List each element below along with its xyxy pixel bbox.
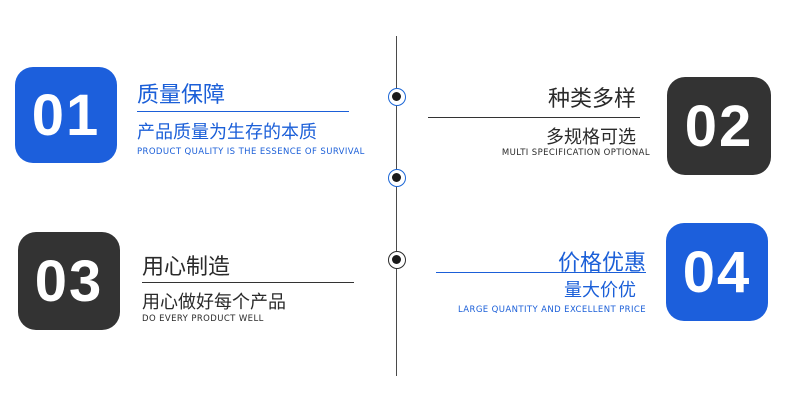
- timeline-dot: [388, 88, 406, 106]
- feature-english: DO EVERY PRODUCT WELL: [142, 314, 264, 324]
- feature-subtitle: 多规格可选: [546, 127, 636, 148]
- feature-subtitle: 用心做好每个产品: [142, 292, 286, 313]
- feature-title: 种类多样: [547, 87, 636, 112]
- feature-english: MULTI SPECIFICATION OPTIONAL: [501, 148, 650, 158]
- feature-english: PRODUCT QUALITY IS THE ESSENCE OF SURVIV…: [137, 147, 365, 157]
- feature-title: 价格优惠: [557, 251, 646, 276]
- feature-english: LARGE QUANTITY AND EXCELLENT PRICE: [457, 305, 646, 315]
- divider: [436, 272, 646, 273]
- divider: [142, 282, 354, 283]
- timeline-line: [396, 36, 397, 376]
- timeline-dot: [388, 169, 406, 187]
- feature-number-badge: 03: [18, 232, 120, 330]
- timeline-dot: [388, 251, 406, 269]
- feature-title: 用心制造: [142, 255, 231, 280]
- feature-subtitle: 量大价优: [564, 280, 636, 301]
- feature-number-badge: 04: [666, 223, 768, 321]
- divider: [428, 117, 640, 118]
- feature-number-badge: 01: [15, 67, 117, 163]
- feature-title: 质量保障: [137, 83, 226, 108]
- feature-subtitle: 产品质量为生存的本质: [137, 122, 317, 143]
- feature-number-badge: 02: [667, 77, 771, 175]
- divider: [137, 111, 349, 112]
